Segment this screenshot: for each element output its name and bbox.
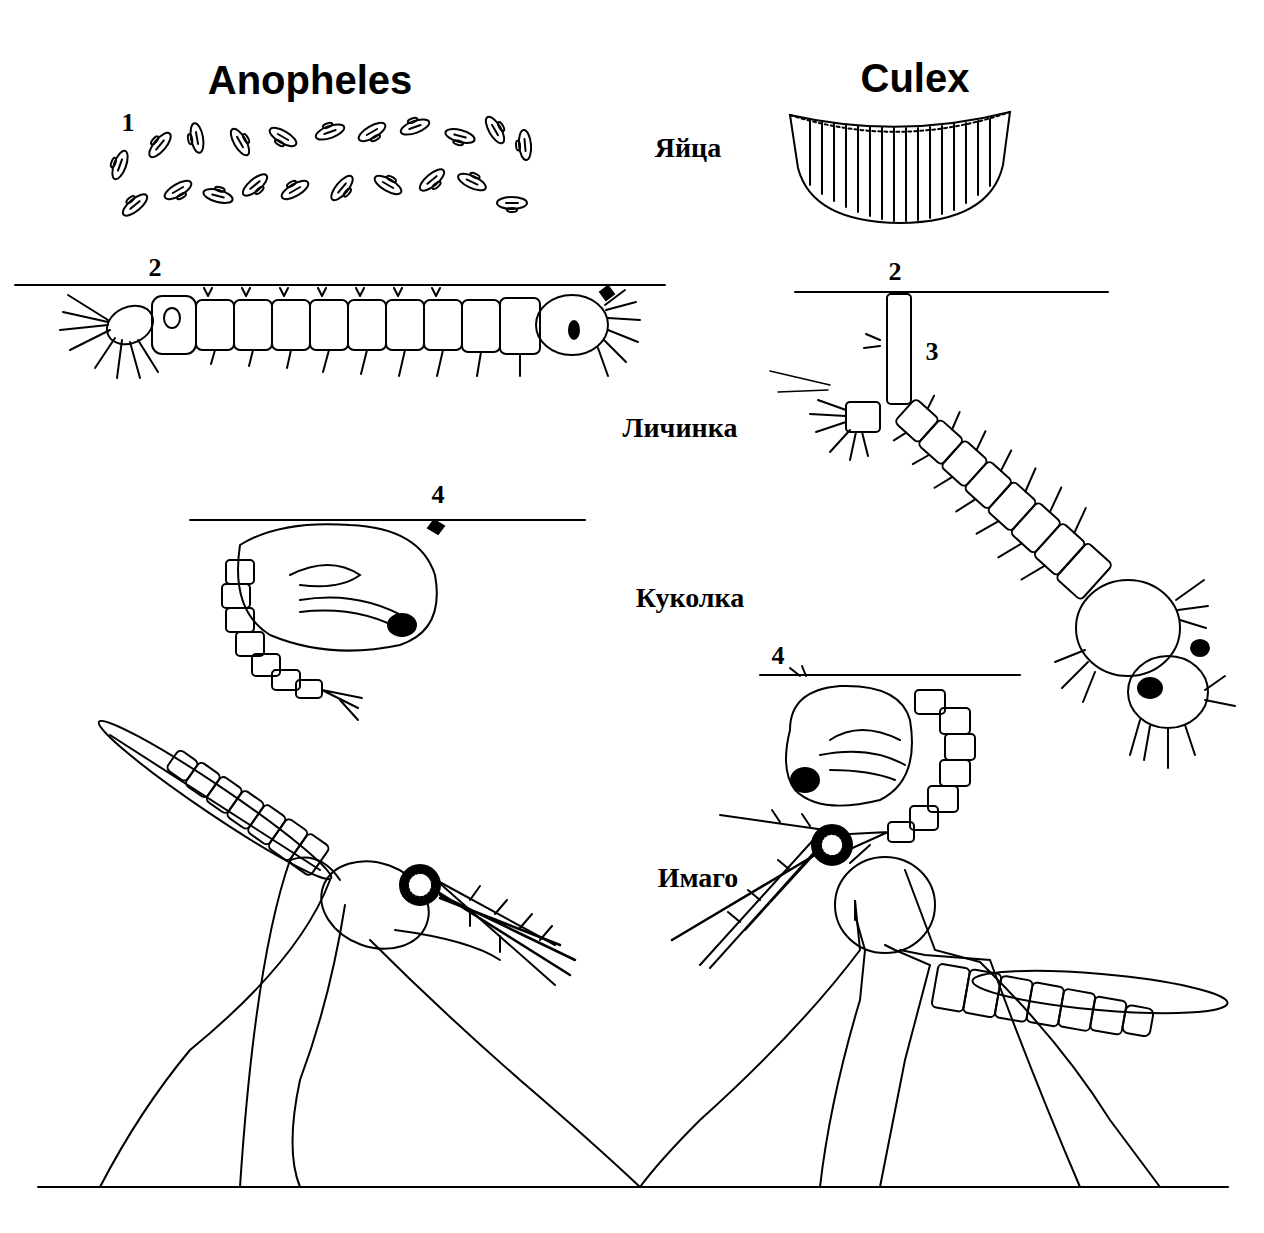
callout-number: 4 — [772, 643, 785, 669]
culex-pupa — [760, 666, 1020, 863]
stage-label: Имаго — [658, 864, 739, 892]
callout-number: 1 — [122, 110, 135, 136]
ground-line — [38, 1186, 1228, 1188]
culex-egg-raft — [790, 112, 1010, 223]
callout-number: 2 — [149, 255, 162, 281]
genus-heading: Anopheles — [208, 60, 412, 100]
stage-label: Яйца — [655, 134, 722, 162]
stage-label: Куколка — [636, 584, 744, 612]
culex-larva — [770, 292, 1235, 768]
callout-number: 3 — [926, 339, 939, 365]
anopheles-pupa — [190, 520, 585, 720]
stage-label: Личинка — [623, 414, 738, 442]
genus-heading: Culex — [861, 58, 970, 98]
anopheles-adult — [91, 710, 640, 1187]
anopheles-eggs — [106, 113, 532, 220]
culex-adult — [640, 810, 1229, 1187]
callout-number: 2 — [889, 259, 902, 285]
anopheles-larva — [15, 285, 665, 378]
callout-number: 4 — [432, 482, 445, 508]
